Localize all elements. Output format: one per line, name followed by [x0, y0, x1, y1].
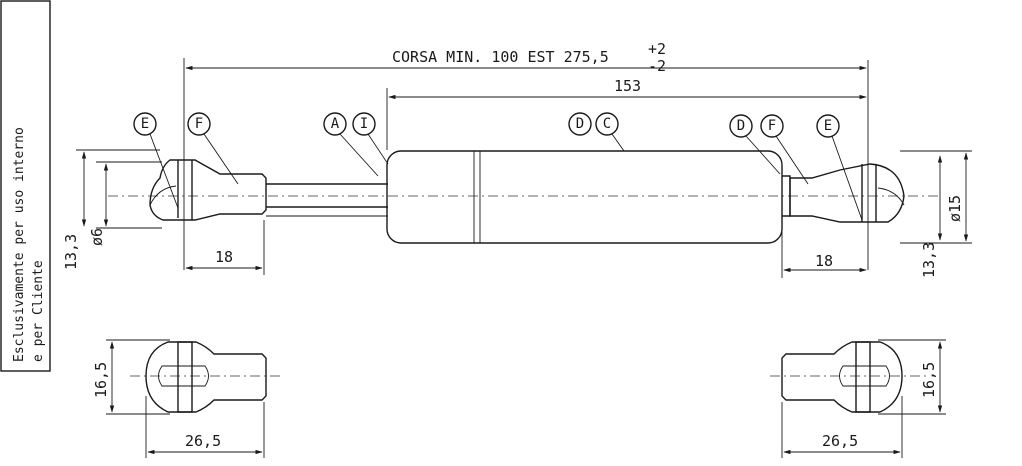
right-side-view: 16,5 26,5	[770, 339, 946, 458]
height-right-text: 13,3	[920, 242, 938, 278]
callouts: E F A I D C D	[133, 112, 863, 221]
side-height-left-text: 16,5	[92, 362, 110, 398]
gas-spring-main-view	[108, 150, 940, 244]
svg-text:D: D	[737, 118, 745, 134]
left-side-view: 16,5 26,5	[92, 339, 280, 458]
stamp-frame	[0, 0, 51, 372]
callout-f-left: F	[187, 112, 239, 185]
cylinder-body	[386, 150, 783, 244]
stamp-line-1: Esclusivamente per uso interno	[12, 127, 27, 362]
svg-text:C: C	[603, 116, 611, 132]
left-side-pin	[177, 341, 193, 413]
callout-d-right: D	[729, 114, 781, 175]
left-fitting-hook	[149, 185, 177, 206]
tolerance-minus: -2	[648, 57, 666, 75]
svg-text:E: E	[824, 118, 832, 134]
callout-d-middle: D	[568, 112, 592, 136]
svg-text:F: F	[195, 116, 203, 132]
left-side-fitting	[145, 341, 267, 413]
callout-c-middle: C	[595, 112, 625, 152]
internal-use-stamp: Esclusivamente per uso interno e per Cli…	[0, 0, 51, 372]
height-left-text: 13,3	[62, 234, 80, 270]
side-length-left-text: 26,5	[185, 432, 221, 450]
right-side-fitting	[781, 341, 903, 413]
callout-f-right: F	[760, 114, 809, 185]
right-side-pin	[855, 341, 871, 413]
svg-text:I: I	[360, 116, 368, 132]
stamp-line-2: e per Cliente	[31, 260, 46, 362]
body-length-text: 153	[614, 77, 641, 95]
svg-text:A: A	[331, 116, 340, 132]
left-side-slot	[158, 365, 209, 387]
callout-i: I	[352, 112, 389, 165]
right-eye-fitting	[789, 163, 905, 223]
callout-a: A	[323, 112, 379, 177]
stroke-dimension-text: CORSA MIN. 100 EST 275,5	[392, 48, 609, 66]
svg-text:D: D	[576, 116, 584, 132]
body-diameter-text: ø15	[946, 195, 964, 222]
fitting-length-right-text: 18	[815, 252, 833, 270]
callout-e-right: E	[816, 114, 863, 221]
fitting-length-left-text: 18	[215, 248, 233, 266]
side-length-right-text: 26,5	[822, 432, 858, 450]
svg-text:E: E	[141, 116, 149, 132]
left-eye-fitting	[149, 159, 267, 221]
svg-text:F: F	[768, 118, 776, 134]
right-fitting-hook	[877, 187, 905, 206]
main-dimensions: CORSA MIN. 100 EST 275,5 +2 -2 153 13,3 …	[62, 40, 972, 278]
tolerance-plus: +2	[648, 40, 666, 58]
right-side-slot	[839, 365, 890, 387]
eye-diameter-left-text: ø6	[88, 228, 106, 246]
callout-e-left: E	[133, 112, 179, 209]
side-height-right-text: 16,5	[920, 362, 938, 398]
